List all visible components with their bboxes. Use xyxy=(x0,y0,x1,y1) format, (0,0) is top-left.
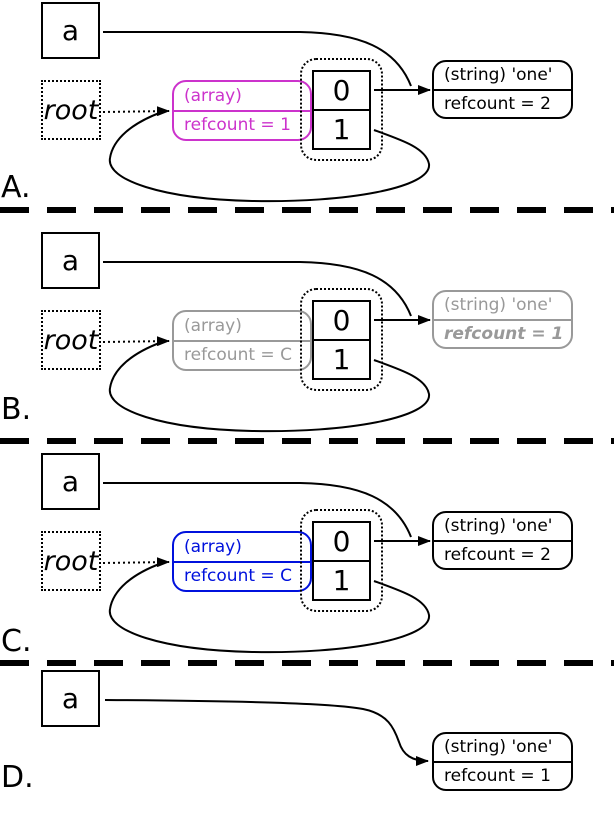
array-refcount-label: refcount = C xyxy=(174,340,310,369)
panel-label: D. xyxy=(1,760,34,795)
string-type-label: (string) 'one' xyxy=(444,295,553,315)
array-type-label: (array) xyxy=(184,537,242,557)
string-refcount-label: refcount = 1 xyxy=(434,319,571,347)
string-type-label: (string) 'one' xyxy=(444,516,553,536)
string-refcount-label: refcount = 2 xyxy=(434,89,571,117)
array-type-label: (array) xyxy=(184,86,242,106)
array-type-label: (array) xyxy=(184,316,242,336)
panel-label: A. xyxy=(1,170,31,205)
array-refcount-label: refcount = 1 xyxy=(174,110,310,139)
panel-label: B. xyxy=(1,392,32,427)
array-node: (array) refcount = C xyxy=(172,310,312,371)
variable-box-a: a xyxy=(41,232,100,289)
string-type-label: (string) 'one' xyxy=(444,65,553,85)
array-cells-table: 0 1 xyxy=(312,70,371,150)
panel-separator xyxy=(0,660,614,666)
cell-0: 0 xyxy=(332,304,351,337)
string-node: (string) 'one' refcount = 1 xyxy=(432,732,573,791)
cell-0: 0 xyxy=(332,525,351,558)
cell-1: 1 xyxy=(314,339,369,378)
string-node: (string) 'one' refcount = 2 xyxy=(432,511,573,570)
string-refcount-label: refcount = 1 xyxy=(434,761,571,789)
array-cells-table: 0 1 xyxy=(312,521,371,601)
cell-1: 1 xyxy=(314,109,369,148)
array-cells-table: 0 1 xyxy=(312,300,371,380)
root-label: root xyxy=(43,324,99,356)
arrow-root-to-array xyxy=(102,557,170,568)
string-type-label: (string) 'one' xyxy=(444,737,553,757)
root-box: root xyxy=(41,80,101,140)
arrow-root-to-array xyxy=(102,336,170,347)
root-label: root xyxy=(43,94,99,126)
array-node: (array) refcount = 1 xyxy=(172,80,312,141)
arrow-root-to-array xyxy=(102,106,170,117)
string-node: (string) 'one' refcount = 1 xyxy=(432,290,573,349)
cell-1: 1 xyxy=(314,560,369,599)
root-label: root xyxy=(43,545,99,577)
panel-separator xyxy=(0,438,614,444)
panel-label: C. xyxy=(1,624,32,659)
cell-0: 0 xyxy=(332,74,351,107)
root-box: root xyxy=(41,531,101,591)
string-refcount-label: refcount = 2 xyxy=(434,540,571,568)
panel-separator xyxy=(0,207,614,213)
root-box: root xyxy=(41,310,101,370)
arrow-a-to-string xyxy=(104,699,429,766)
string-node: (string) 'one' refcount = 2 xyxy=(432,60,573,119)
variable-box-a: a xyxy=(41,2,100,59)
array-node: (array) refcount = C xyxy=(172,531,312,592)
variable-box-a: a xyxy=(41,670,100,727)
panel-d-arrows xyxy=(104,699,429,766)
variable-box-a: a xyxy=(41,453,100,510)
array-refcount-label: refcount = C xyxy=(174,561,310,590)
